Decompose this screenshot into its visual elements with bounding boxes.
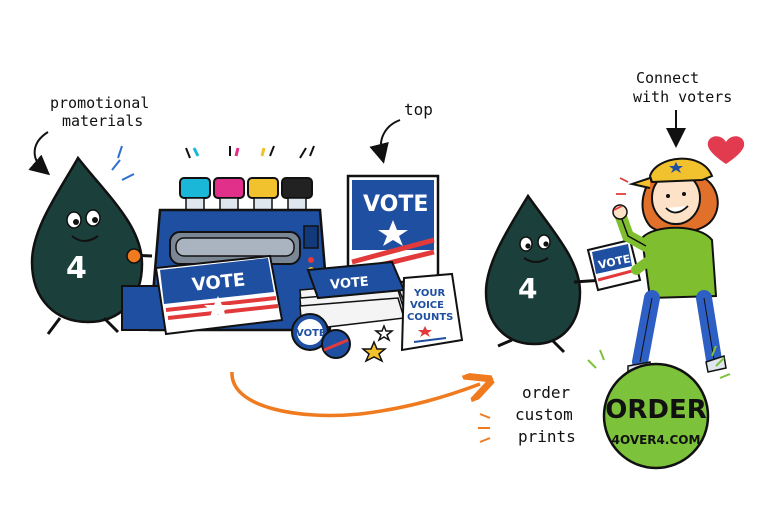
svg-text:Connect: Connect	[636, 69, 699, 87]
svg-text:materials: materials	[62, 112, 143, 130]
vote-poster-printed: VOTE	[154, 254, 284, 336]
spark-lines	[478, 413, 491, 443]
vote-yard-sign: VOTE	[346, 174, 440, 284]
star-icon	[360, 340, 388, 363]
label-promotional-materials: promotional materials	[28, 94, 149, 176]
svg-text:VOTE: VOTE	[330, 275, 370, 293]
svg-text:YOUR: YOUR	[413, 288, 446, 299]
cmyk-ink-cartridges	[179, 145, 315, 211]
star-icon	[418, 326, 432, 337]
label-connect-with-voters: Connect with voters	[633, 69, 732, 148]
voice-counts-sign: YOUR VOICE COUNTS	[400, 272, 464, 352]
order-badge[interactable]: ORDER 4OVER4.COM	[587, 345, 731, 470]
label-order-custom-prints: order custom prints	[478, 383, 576, 446]
pointer-arrow-icon	[28, 131, 51, 176]
svg-text:VOICE: VOICE	[410, 300, 444, 311]
mascot-number: 4	[66, 251, 87, 286]
mascot-number: 4	[518, 272, 537, 305]
heart-icon	[707, 136, 745, 164]
star-icon	[373, 323, 395, 342]
order-site: 4OVER4.COM	[612, 433, 701, 447]
svg-text:with voters: with voters	[633, 88, 732, 106]
svg-text:custom: custom	[515, 405, 573, 424]
ink-drop-mascot-right: 4	[484, 193, 605, 354]
arrow-icon	[230, 371, 480, 418]
star-icon	[204, 296, 232, 320]
svg-text:COUNTS: COUNTS	[407, 312, 453, 323]
svg-text:order: order	[522, 383, 571, 402]
vote-buttons: VOTE	[291, 313, 395, 363]
star-icon	[378, 220, 408, 246]
svg-text:prints: prints	[518, 427, 576, 446]
sign-text: VOTE	[363, 192, 428, 217]
vote-card-handoff: VOTE	[586, 238, 642, 292]
svg-text:promotional: promotional	[50, 94, 149, 112]
button-text: VOTE	[296, 328, 326, 339]
order-title: ORDER	[605, 395, 707, 425]
label-top: top	[369, 100, 433, 164]
pointer-arrow-icon	[369, 119, 401, 164]
ink-drop-mascot-left: 4	[30, 145, 153, 335]
svg-text:top: top	[404, 100, 433, 119]
